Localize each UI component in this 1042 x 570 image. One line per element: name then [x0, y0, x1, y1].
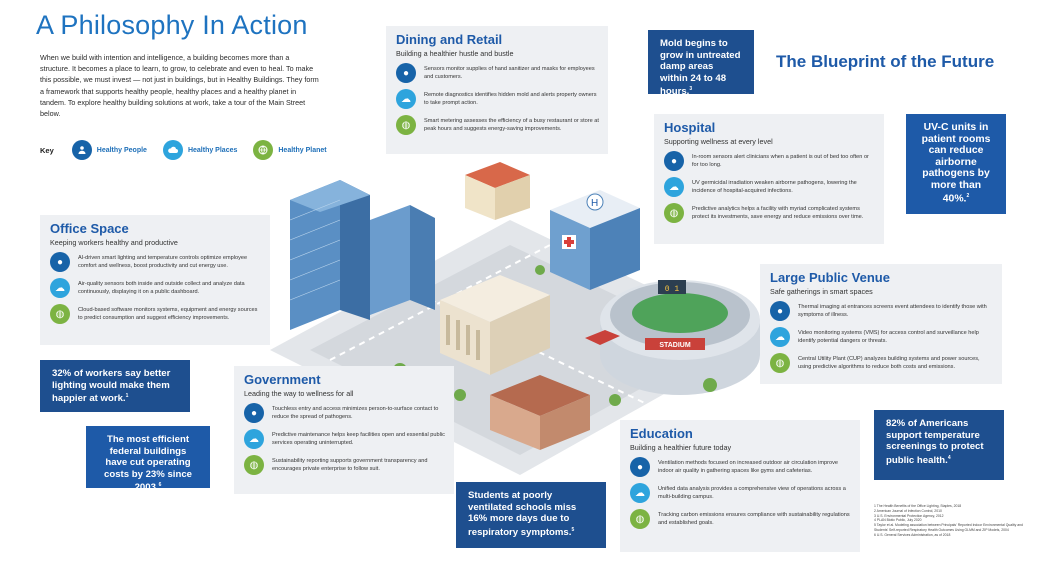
blueprint-heading: The Blueprint of the Future — [776, 52, 995, 71]
school-building — [490, 375, 590, 450]
list-item: ◍Central Utility Plant (CUP) analyzes bu… — [770, 353, 994, 373]
list-item: ☁Video monitoring systems (VMS) for acce… — [770, 327, 994, 347]
key-healthy-places: Healthy Places — [162, 140, 238, 160]
dining-retail-card: Dining and Retail Building a healthier h… — [386, 26, 608, 154]
globe-icon — [253, 140, 274, 160]
list-item: ●Thermal imaging at entrances screens ev… — [770, 301, 994, 321]
key-healthy-people-label: Healthy People — [96, 146, 147, 154]
key-healthy-planet: Healthy Planet — [253, 140, 327, 160]
key-healthy-places-label: Healthy Places — [187, 146, 238, 154]
scoreboard-text: 0 1 — [665, 285, 680, 294]
globe-icon: ◍ — [770, 353, 790, 373]
public-venue-subtitle: Safe gatherings in smart spaces — [770, 287, 873, 296]
education-title: Education — [630, 426, 693, 441]
education-subtitle: Building a healthier future today — [630, 443, 732, 452]
list-item: ☁Unified data analysis provides a compre… — [630, 483, 852, 503]
people-icon: ● — [396, 63, 416, 83]
stat-uvc: UV-C units in patient rooms can reduce a… — [906, 114, 1006, 214]
hospital-card: Hospital Supporting wellness at every le… — [654, 114, 884, 244]
office-space-subtitle: Keeping workers healthy and productive — [50, 238, 178, 247]
footnotes: 1 The Health Benefits of the Office Ligh… — [874, 504, 1023, 537]
education-card: Education Building a healthier future to… — [620, 420, 860, 552]
list-item: ☁Air-quality sensors both inside and out… — [50, 278, 262, 298]
cloud-icon: ☁ — [664, 177, 684, 197]
stat-students: Students at poorly ventilated schools mi… — [456, 482, 606, 548]
hospital-building: H — [550, 190, 640, 290]
government-card: Government Leading the way to wellness f… — [234, 366, 454, 494]
people-icon: ● — [630, 457, 650, 477]
stadium: STADIUM 0 1 — [600, 280, 760, 395]
office-tower — [289, 180, 370, 330]
government-title: Government — [244, 372, 321, 387]
office-space-card: Office Space Keeping workers healthy and… — [40, 215, 270, 345]
people-icon: ● — [244, 403, 264, 423]
list-item: ◍Tracking carbon emissions ensures compl… — [630, 509, 852, 529]
list-item: ●In-room sensors alert clinicians when a… — [664, 151, 876, 171]
stadium-sign: STADIUM — [659, 342, 691, 349]
list-item: ●Ventilation methods focused on increase… — [630, 457, 852, 477]
page-title: A Philosophy In Action — [36, 10, 308, 40]
cloud-icon: ☁ — [50, 278, 70, 298]
people-icon — [71, 140, 92, 160]
intro-paragraph: When we build with intention and intelli… — [40, 53, 319, 119]
globe-icon: ◍ — [664, 203, 684, 223]
stat-federal: The most efficient federal buildings hav… — [86, 426, 210, 493]
cloud-icon: ☁ — [396, 89, 416, 109]
globe-icon: ◍ — [244, 455, 264, 475]
government-building — [440, 275, 550, 375]
globe-icon: ◍ — [396, 115, 416, 135]
dining-retail-title: Dining and Retail — [396, 32, 503, 47]
list-item: ●Sensors monitor supplies of hand saniti… — [396, 63, 600, 83]
list-item: ◍Smart metering assesses the efficiency … — [396, 115, 600, 135]
government-subtitle: Leading the way to wellness for all — [244, 389, 354, 398]
list-item: ◍Predictive analytics helps a facility w… — [664, 203, 876, 223]
dining-retail-subtitle: Building a healthier hustle and bustle — [396, 49, 514, 58]
people-icon: ● — [770, 301, 790, 321]
cloud-icon: ☁ — [244, 429, 264, 449]
list-item: ●Touchless entry and access minimizes pe… — [244, 403, 446, 423]
list-item: ◍Cloud-based software monitors systems, … — [50, 304, 262, 324]
stat-mold: Mold begins to grow in untreated damp ar… — [648, 30, 754, 97]
people-icon: ● — [50, 252, 70, 272]
list-item: ☁Remote diagnostics identifies hidden mo… — [396, 89, 600, 109]
hospital-title: Hospital — [664, 120, 716, 135]
list-item: ☁Predictive maintenance helps keep facil… — [244, 429, 446, 449]
key-healthy-planet-label: Healthy Planet — [278, 146, 327, 154]
stat-americans: 82% of Americans support temperature scr… — [874, 410, 1004, 480]
globe-icon: ◍ — [630, 509, 650, 529]
cloud-icon — [162, 140, 183, 160]
list-item: ☁UV germicidal irradiation weaken airbor… — [664, 177, 876, 197]
list-item: ●AI-driven smart lighting and temperatur… — [50, 252, 262, 272]
office-space-title: Office Space — [50, 221, 129, 236]
legend-key: Key Healthy People Healthy Places Health… — [40, 140, 337, 160]
public-venue-title: Large Public Venue — [770, 270, 890, 285]
key-label: Key — [40, 145, 54, 155]
public-venue-card: Large Public Venue Safe gatherings in sm… — [760, 264, 1002, 384]
retail-store — [465, 162, 530, 220]
stat-lighting: 32% of workers say better lighting would… — [40, 360, 190, 412]
list-item: ◍Sustainability reporting supports gover… — [244, 455, 446, 475]
key-healthy-people: Healthy People — [71, 140, 147, 160]
globe-icon: ◍ — [50, 304, 70, 324]
hospital-subtitle: Supporting wellness at every level — [664, 137, 773, 146]
cloud-icon: ☁ — [630, 483, 650, 503]
cloud-icon: ☁ — [770, 327, 790, 347]
people-icon: ● — [664, 151, 684, 171]
svg-text:H: H — [591, 198, 598, 209]
